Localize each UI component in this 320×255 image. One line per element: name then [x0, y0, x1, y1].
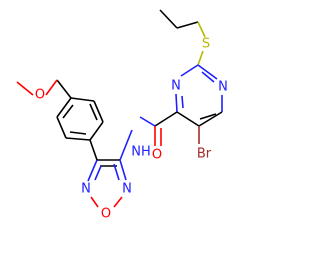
- bond-c2-n1-double: [201, 71, 215, 83]
- bond-ph-3-4: [70, 97, 95, 102]
- bond-c2-n1: [197, 64, 218, 80]
- bond-ethyl-ch3: [159, 9, 178, 29]
- sulfur-label: S: [202, 37, 210, 52]
- bond-o-n-left: [90, 196, 99, 208]
- bond-c4-n3: [175, 93, 178, 113]
- bond-ch2-s: [197, 21, 206, 38]
- amide-nh-label: NH: [131, 145, 151, 160]
- bond-ph-2-3: [93, 100, 104, 123]
- bond-ph-6-1-double: [69, 131, 87, 135]
- oxadiazole-n-right-label: N: [122, 182, 132, 197]
- bond-c6-c5: [198, 111, 223, 127]
- bond-o-ch3: [16, 81, 34, 96]
- bond-ph-4-5-double: [62, 104, 74, 119]
- bond-ph-6-1: [65, 137, 91, 141]
- bond-c4-n3-double: [181, 95, 184, 109]
- bond-ethyl-ch2: [176, 21, 199, 29]
- bromine-label: Br: [197, 147, 212, 162]
- bond-c6-c5-double: [199, 113, 217, 120]
- bond-c4-phenyl: [89, 139, 98, 161]
- bond-ph-1-2: [89, 121, 104, 141]
- bond-c4-carbonyl: [154, 111, 178, 127]
- oxadiazole-n-left-label: N: [81, 182, 91, 197]
- bond-s-c2: [197, 50, 204, 66]
- bond-nh-c3: [119, 129, 133, 161]
- pyrimidine-n3-label: N: [171, 79, 181, 94]
- bond-c3-n: [119, 159, 127, 181]
- bond-c3-n-double: [113, 163, 120, 181]
- amide-oxygen-label: O: [152, 148, 162, 163]
- bond-n-o-right: [113, 196, 123, 208]
- pyrimidine-n1-label: N: [218, 80, 228, 95]
- chemical-structure: S N N Br O NH O N N O: [16, 9, 228, 222]
- bond-n-c4-left: [87, 159, 98, 182]
- bond-carbonyl-nh: [139, 116, 156, 127]
- bond-n-c4-left-double: [94, 165, 102, 181]
- methoxy-oxygen-label: O: [35, 88, 45, 103]
- bond-ph-5-6: [56, 116, 67, 139]
- bond-n3-c2: [180, 64, 199, 77]
- bond-ph-4-5: [56, 97, 72, 118]
- bond-ph-c4-ome: [56, 79, 72, 99]
- bond-o-ch3-a: [45, 79, 58, 96]
- oxadiazole-o-label: O: [101, 207, 111, 222]
- structure-canvas: S N N Br O NH O N N O: [16, 9, 228, 222]
- bond-c5-c4: [176, 111, 200, 127]
- bond-ph-2-3-double: [89, 103, 98, 121]
